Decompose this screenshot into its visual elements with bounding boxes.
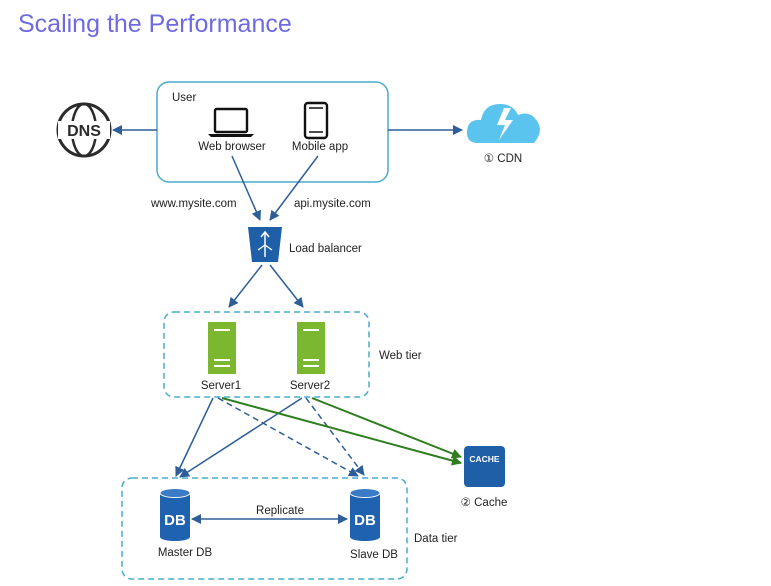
server2-icon bbox=[297, 322, 325, 374]
data-tier-box bbox=[121, 477, 408, 580]
replicate-label: Replicate bbox=[256, 505, 304, 517]
user-box: User bbox=[156, 81, 389, 183]
cache-label: ② Cache bbox=[461, 497, 508, 509]
api-domain-label: api.mysite.com bbox=[294, 198, 371, 210]
cache-icon-text: CACHE bbox=[469, 454, 500, 464]
user-label: User bbox=[172, 92, 196, 104]
lb-to-server1-arrow bbox=[228, 264, 263, 308]
master-db-label: Master DB bbox=[158, 547, 213, 559]
web-to-lb-arrow bbox=[231, 155, 261, 221]
server2-label: Server2 bbox=[290, 380, 330, 392]
load-balancer-label: Load balancer bbox=[289, 243, 362, 255]
cdn-label: ① CDN bbox=[484, 153, 522, 165]
web-browser-label: Web browser bbox=[198, 141, 266, 153]
cdn-cloud-icon bbox=[466, 104, 540, 143]
server2-to-master-arrow bbox=[179, 397, 303, 478]
server1-label: Server1 bbox=[201, 380, 241, 392]
mobile-app-label: Mobile app bbox=[292, 141, 348, 153]
server2-to-slave-arrow bbox=[305, 397, 365, 476]
mobile-icon bbox=[303, 101, 329, 140]
mobile-to-lb-arrow bbox=[269, 155, 319, 221]
slave-db-icon: DB bbox=[349, 488, 381, 541]
slave-db-icon-text: DB bbox=[354, 512, 376, 529]
lb-to-server2-arrow bbox=[269, 264, 304, 308]
server2-to-cache-arrow bbox=[311, 397, 462, 459]
dns-globe-icon: DNS bbox=[56, 102, 112, 158]
page-title: Scaling the Performance bbox=[18, 10, 292, 38]
server1-to-cache-arrow bbox=[221, 397, 462, 466]
www-domain-label: www.mysite.com bbox=[150, 198, 237, 210]
data-tier-label: Data tier bbox=[414, 533, 458, 545]
server1-to-master-arrow bbox=[175, 397, 214, 477]
server1-to-slave-arrow bbox=[217, 397, 359, 477]
cache-icon: CACHE bbox=[464, 446, 505, 487]
master-db-icon-text: DB bbox=[164, 512, 186, 529]
slave-db-label: Slave DB bbox=[350, 549, 398, 561]
laptop-icon bbox=[208, 107, 254, 137]
master-db-icon: DB bbox=[159, 488, 191, 541]
dns-label: DNS bbox=[67, 123, 101, 140]
web-tier-box bbox=[163, 311, 370, 398]
web-tier-label: Web tier bbox=[379, 350, 422, 362]
server1-icon bbox=[208, 322, 236, 374]
load-balancer-icon bbox=[248, 227, 282, 262]
